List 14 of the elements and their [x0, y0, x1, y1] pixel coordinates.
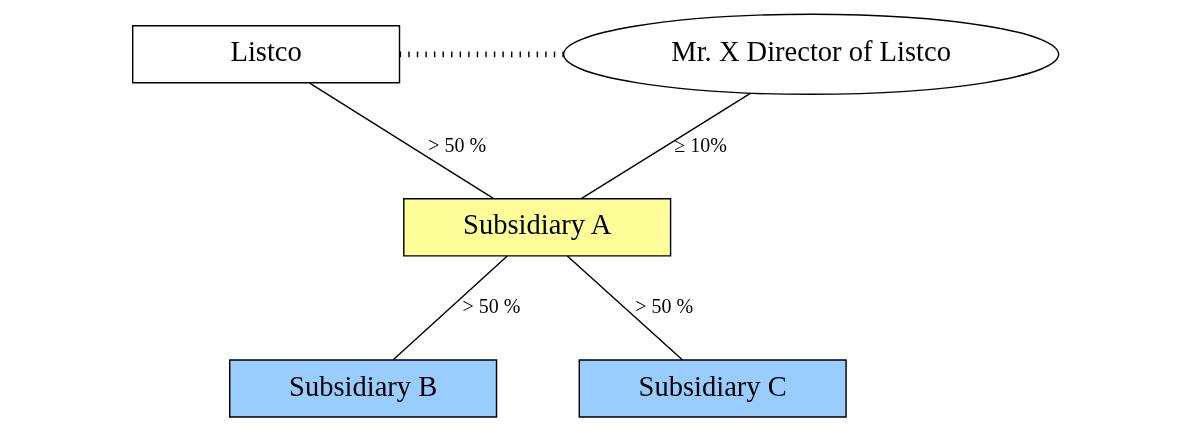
edge-label: > 50 %	[428, 133, 487, 156]
node-box: Subsidiary A	[403, 198, 672, 257]
connector	[580, 92, 752, 200]
connector	[308, 82, 495, 200]
node-ellipse: Mr. X Director of Listco	[562, 13, 1060, 96]
connector	[399, 51, 564, 58]
node-box: Subsidiary C	[578, 359, 847, 418]
node-box: Subsidiary B	[229, 359, 498, 418]
connector	[392, 255, 508, 361]
edge-label: > 50 %	[635, 295, 694, 318]
node-box: Listco	[132, 25, 401, 84]
edge-label: > 50 %	[462, 295, 521, 318]
edge-label: ≥ 10%	[674, 133, 727, 156]
connector	[566, 255, 684, 361]
